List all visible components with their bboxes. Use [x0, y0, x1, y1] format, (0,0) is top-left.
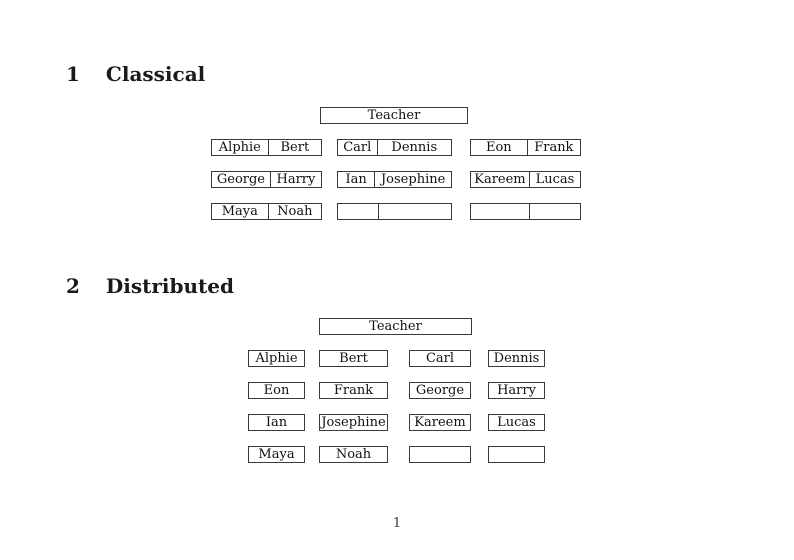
desk-box: Harry	[488, 382, 545, 399]
desk-table: Maya Noah	[211, 203, 322, 220]
desk-box: Bert	[319, 350, 388, 367]
desk-box: Lucas	[488, 414, 545, 431]
desk-table: Alphie Bert	[211, 139, 322, 156]
desk-box: Alphie	[248, 350, 305, 367]
teacher-node: Teacher	[320, 107, 468, 124]
desk-table: George Harry	[211, 171, 322, 188]
desk-box: Kareem	[409, 414, 471, 431]
desk-table: Eon Frank	[470, 139, 581, 156]
desk-cell: Kareem	[471, 172, 530, 187]
desk-box: Josephine	[319, 414, 388, 431]
desk-cell: Ian	[338, 172, 376, 187]
desk-cell: George	[212, 172, 271, 187]
section-number: 2	[66, 274, 80, 298]
desk-cell: Frank	[534, 140, 574, 155]
desk-box: Ian	[248, 414, 305, 431]
desk-cell: Eon	[471, 140, 528, 155]
desk-table	[337, 203, 452, 220]
desk-table: Carl Dennis	[337, 139, 452, 156]
desk-cell: Lucas	[535, 172, 575, 187]
teacher-node: Teacher	[319, 318, 472, 335]
desk-cell	[530, 204, 580, 219]
section-heading-distributed: 2 Distributed	[66, 274, 234, 298]
desk-box	[488, 446, 545, 463]
desk-table	[470, 203, 581, 220]
desk-box: Maya	[248, 446, 305, 463]
section-title: Classical	[105, 62, 206, 86]
desk-box: Frank	[319, 382, 388, 399]
desk-cell	[338, 204, 379, 219]
desk-cell: Dennis	[391, 140, 438, 155]
section-heading-classical: 1 Classical	[66, 62, 205, 86]
section-number: 1	[66, 62, 80, 86]
desk-cell: Harry	[276, 172, 316, 187]
desk-cell: Noah	[277, 204, 313, 219]
desk-table: Kareem Lucas	[470, 171, 581, 188]
desk-cell: Alphie	[212, 140, 269, 155]
desk-box: George	[409, 382, 471, 399]
desk-box: Dennis	[488, 350, 545, 367]
desk-table: Ian Josephine	[337, 171, 452, 188]
desk-box	[409, 446, 471, 463]
page-number: 1	[392, 516, 402, 531]
desk-box: Eon	[248, 382, 305, 399]
desk-cell: Josephine	[380, 172, 446, 187]
desk-cell: Bert	[280, 140, 310, 155]
desk-cell: Maya	[212, 204, 269, 219]
desk-cell: Carl	[338, 140, 378, 155]
desk-box: Noah	[319, 446, 388, 463]
section-title: Distributed	[105, 274, 234, 298]
desk-box: Carl	[409, 350, 471, 367]
desk-cell	[379, 204, 451, 219]
desk-cell	[471, 204, 530, 219]
